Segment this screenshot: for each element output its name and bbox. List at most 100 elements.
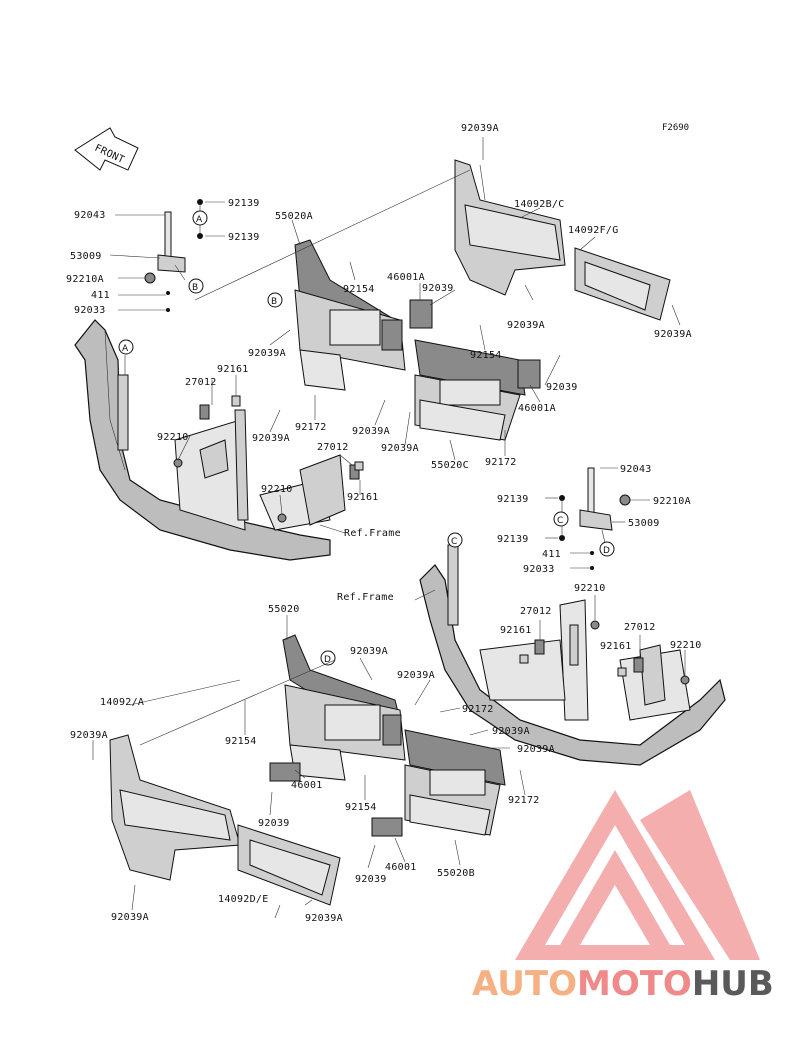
panel-55020a	[294, 239, 406, 391]
callout-a-top: A	[192, 210, 208, 226]
label-92039a-f: 92039A	[397, 670, 435, 681]
bracket-46001a-a	[409, 299, 433, 329]
figure-id: F2690	[662, 123, 689, 133]
label-92039a-g: 92039A	[70, 730, 108, 741]
label-92033-right: 92033	[523, 564, 555, 575]
label-411-left: 411	[91, 290, 110, 301]
svg-text:A: A	[122, 344, 129, 354]
label-53009-left: 53009	[70, 251, 102, 262]
guard-14092de	[237, 824, 341, 906]
label-46001-a: 46001	[291, 780, 323, 791]
label-92161-c: 92161	[500, 625, 532, 636]
lower-frame	[419, 544, 726, 766]
label-92039a-r1: 92039A	[507, 320, 545, 331]
label-92172-c: 92172	[462, 704, 494, 715]
label-92039-b: 92039	[546, 382, 578, 393]
panel-55020c	[414, 339, 526, 441]
label-92039a-b: 92039A	[252, 433, 290, 444]
label-92172-a: 92172	[295, 422, 327, 433]
guard-14092fg	[574, 247, 671, 321]
label-92039-c: 92039	[258, 818, 290, 829]
label-27012-c: 27012	[520, 606, 552, 617]
label-14092a: 14092/A	[100, 697, 144, 708]
svg-text:B: B	[271, 297, 277, 307]
label-92039a-e: 92039A	[350, 646, 388, 657]
guard-14092bc	[454, 159, 566, 296]
label-411-right: 411	[542, 549, 561, 560]
guard-14092a	[109, 734, 241, 881]
label-92161-a: 92161	[217, 364, 249, 375]
label-92039-d: 92039	[355, 874, 387, 885]
panel-55020b	[404, 729, 506, 836]
panel-55020	[282, 634, 406, 781]
svg-text:C: C	[451, 537, 457, 547]
label-92210-d: 92210	[670, 640, 702, 651]
callout-c-frame: C	[447, 532, 463, 548]
label-92043-left: 92043	[74, 210, 106, 221]
svg-text:C: C	[557, 516, 563, 526]
watermark-text: AUTOMOTOHUB	[472, 964, 774, 1004]
callout-b-top: B	[188, 278, 204, 294]
watermark-logo-icon	[515, 790, 760, 960]
label-92172-d: 92172	[508, 795, 540, 806]
upper-frame	[74, 319, 346, 561]
svg-text:D: D	[603, 546, 610, 556]
label-55020c: 55020C	[431, 460, 469, 471]
svg-text:A: A	[196, 215, 203, 225]
label-92210a-right: 92210A	[653, 496, 691, 507]
callout-c-right: C	[553, 511, 569, 527]
label-92039a-top: 92039A	[461, 123, 499, 134]
bracket-46001-a	[269, 762, 301, 782]
label-92172-b: 92172	[485, 457, 517, 468]
label-14092bc: 14092B/C	[514, 199, 565, 210]
svg-text:D: D	[324, 655, 331, 665]
svg-text:B: B	[192, 283, 198, 293]
watermark-hub: HUB	[692, 964, 774, 1004]
label-53009-right: 53009	[628, 518, 660, 529]
label-92139-left-2: 92139	[228, 232, 260, 243]
leader-lines-upper	[194, 137, 681, 534]
right-bracket-assembly	[545, 467, 650, 570]
leader-lines-lower	[92, 615, 526, 919]
label-92154-b: 92154	[470, 350, 502, 361]
label-92039-a: 92039	[422, 283, 454, 294]
part-labels: 92039A 14092B/C 14092F/G 92039A 92039A 9…	[66, 123, 702, 924]
label-27012-a: 27012	[185, 377, 217, 388]
label-92039a-h: 92039A	[492, 726, 530, 737]
label-92043-right: 92043	[620, 464, 652, 475]
ref-frame-label-upper: Ref.Frame	[344, 528, 401, 539]
label-92139-right-2: 92139	[497, 534, 529, 545]
label-46001a-a: 46001A	[387, 272, 425, 283]
label-14092fg: 14092F/G	[568, 225, 619, 236]
callout-a-frame: A	[118, 339, 134, 355]
label-92210a-left: 92210A	[66, 274, 104, 285]
watermark-auto: AUTO	[472, 964, 577, 1004]
watermark-moto: MOTO	[577, 964, 692, 1004]
label-92161-d: 92161	[600, 641, 632, 652]
bracket-46001-b	[371, 817, 403, 837]
label-92154-a: 92154	[343, 284, 375, 295]
label-92210-c: 92210	[574, 583, 606, 594]
label-92033-left: 92033	[74, 305, 106, 316]
label-92210-b: 92210	[261, 484, 293, 495]
label-27012-b: 27012	[317, 442, 349, 453]
label-27012-d: 27012	[624, 622, 656, 633]
callout-b-panel: B	[267, 292, 283, 308]
label-55020: 55020	[268, 604, 300, 615]
label-92039a-j: 92039A	[111, 912, 149, 923]
upper-fasteners	[173, 375, 364, 523]
label-55020a: 55020A	[275, 211, 313, 222]
label-14092de: 14092D/E	[218, 894, 269, 905]
label-92039a-d: 92039A	[381, 443, 419, 454]
left-bracket-assembly	[109, 199, 225, 312]
label-92161-b: 92161	[347, 492, 379, 503]
label-92210-a: 92210	[157, 432, 189, 443]
label-55020b: 55020B	[437, 868, 475, 879]
callout-d-right: D	[599, 541, 615, 557]
label-92039a-k: 92039A	[305, 913, 343, 924]
label-92039a-r2: 92039A	[654, 329, 692, 340]
lower-right-fasteners	[414, 589, 690, 685]
label-92039a-a: 92039A	[248, 348, 286, 359]
